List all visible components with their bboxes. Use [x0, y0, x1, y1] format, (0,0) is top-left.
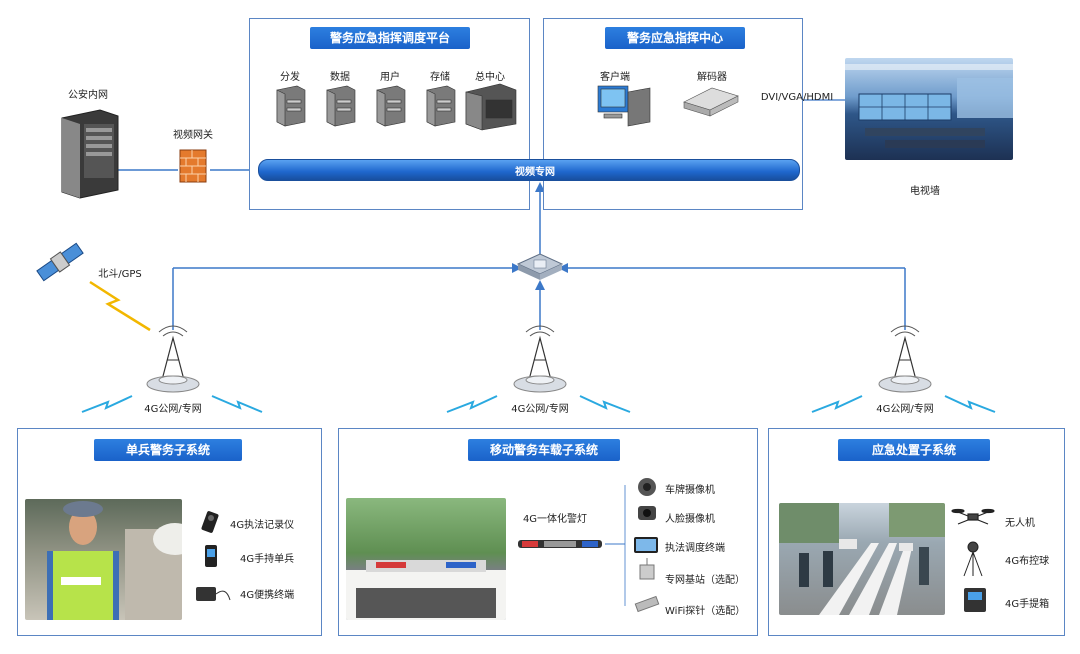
officer-photo [25, 499, 182, 620]
suitcase-icon [964, 588, 986, 612]
server-label-storage: 存储 [430, 72, 450, 83]
video-network-pipe [258, 159, 800, 181]
client-pc-icon [597, 85, 651, 127]
single-device-1: 4G手持单兵 [240, 554, 295, 565]
server-icon-hq [465, 83, 517, 131]
server-label-data: 数据 [330, 72, 350, 83]
server-label-distribute: 分发 [280, 72, 300, 83]
emergency-device-1: 4G布控球 [1005, 556, 1050, 567]
client-label: 客户端 [600, 72, 630, 83]
drone-icon [951, 508, 995, 525]
portable-terminal-icon [196, 587, 231, 601]
vehicle-device-0: 车牌摄像机 [665, 485, 715, 496]
dispatch-terminal-icon [634, 537, 658, 553]
emergency-device-2: 4G手提箱 [1005, 599, 1050, 610]
tv-wall-image [845, 58, 1013, 160]
server-label-user: 用户 [380, 72, 400, 83]
connector-label: DVI/VGA/HDMI [760, 92, 834, 103]
tower-icon-right [878, 325, 932, 393]
emergency-device-0: 无人机 [1005, 518, 1035, 529]
tower-icon-left [146, 325, 200, 393]
light-bar-icon [518, 540, 602, 548]
emergency-subsystem-title: 应急处置子系统 [838, 439, 990, 461]
server-label-hq: 总中心 [475, 72, 505, 83]
single-subsystem-title: 单兵警务子系统 [94, 439, 242, 461]
server-icon-data [326, 85, 356, 127]
emergency-scene-photo [779, 503, 945, 615]
base-station-icon [639, 558, 655, 580]
gateway-label: 视频网关 [173, 130, 213, 141]
server-icon-user [376, 85, 406, 127]
light-bar-label: 4G一体化警灯 [522, 514, 588, 525]
server-icon-distribute [276, 85, 306, 127]
vehicle-device-1: 人脸摄像机 [665, 514, 715, 525]
center-title: 警务应急指挥中心 [605, 27, 745, 49]
platform-title: 警务应急指挥调度平台 [310, 27, 470, 49]
face-camera-icon [638, 506, 656, 520]
vehicle-device-4: WiFi探针（选配） [665, 606, 746, 617]
deploy-ball-icon [963, 541, 983, 577]
single-device-2: 4G便携终端 [240, 590, 295, 601]
tv-wall-label: 电视墙 [910, 186, 940, 197]
satellite-label: 北斗/GPS [98, 269, 142, 280]
tower-label-middle: 4G公网/专网 [511, 404, 569, 415]
police-car-photo [346, 498, 506, 620]
body-camera-icon [201, 511, 219, 533]
decoder-icon [683, 87, 739, 117]
plate-camera-icon [638, 478, 656, 496]
wifi-probe-icon [634, 595, 660, 613]
video-network-label: 视频专网 [515, 167, 555, 178]
handheld-terminal-icon [205, 545, 217, 567]
vehicle-device-3: 专网基站（选配） [665, 575, 745, 586]
intranet-label: 公安内网 [68, 90, 108, 101]
decoder-label: 解码器 [697, 72, 727, 83]
single-device-0: 4G执法记录仪 [230, 520, 295, 531]
vehicle-device-2: 执法调度终端 [665, 543, 725, 554]
tower-icon-middle [513, 325, 567, 393]
tower-label-right: 4G公网/专网 [876, 404, 934, 415]
vehicle-subsystem-title: 移动警务车载子系统 [468, 439, 620, 461]
tower-label-left: 4G公网/专网 [144, 404, 202, 415]
server-icon-storage [426, 85, 456, 127]
